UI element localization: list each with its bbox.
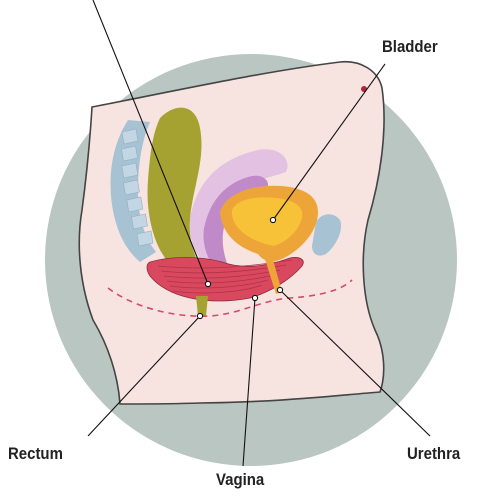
label-rectum: Rectum xyxy=(8,444,63,464)
vertebra xyxy=(122,129,138,144)
label-bladder: Bladder xyxy=(382,37,438,57)
pointer-dot-urethra xyxy=(277,287,282,292)
label-urethra: Urethra xyxy=(407,444,460,464)
pointer-dot-vagina xyxy=(252,295,257,300)
vertebra xyxy=(137,231,153,246)
vertebra xyxy=(122,146,138,161)
vertebra xyxy=(122,163,138,178)
pointer-dot-bladder xyxy=(270,217,275,222)
vertebra xyxy=(124,180,140,195)
vertebra xyxy=(127,197,143,212)
pointer-dot-muscle xyxy=(205,281,210,286)
vertebra xyxy=(132,214,148,229)
pointer-dot-rectum xyxy=(197,313,202,318)
label-vagina: Vagina xyxy=(216,470,264,490)
rectum-exit xyxy=(196,296,208,316)
